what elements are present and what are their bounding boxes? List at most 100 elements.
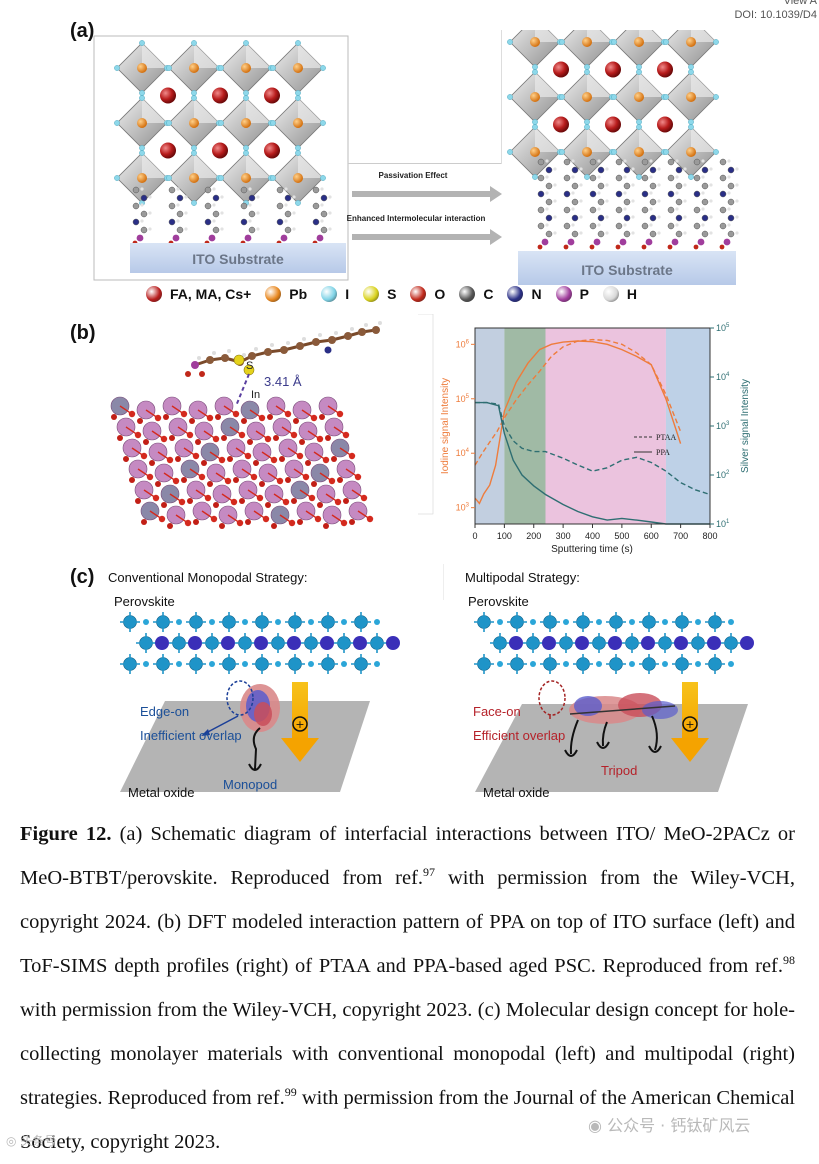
y-right-tick-3: 104	[716, 372, 730, 382]
x-tick-7: 700	[673, 531, 688, 541]
right-strategy-title: Multipodal Strategy:	[465, 570, 580, 585]
edge-on-highlight	[226, 680, 254, 716]
caption-part-2: with permission from the Wiley-VCH, copy…	[20, 867, 795, 977]
legend-item-6: N	[507, 286, 542, 302]
legend-ball-7	[555, 286, 572, 302]
y-right-label: Silver signal Intensity	[740, 379, 751, 473]
watermark-right: ◉ 公众号 · 钙钛矿风云	[588, 1112, 750, 1136]
perovskite-lattice-left	[114, 40, 326, 206]
legend-ball-8	[602, 286, 619, 302]
ito-substrate-left	[130, 243, 346, 273]
region-3	[665, 328, 710, 524]
legend-item-2: I	[321, 286, 349, 302]
efficient-label: Efficient overlap	[473, 728, 565, 743]
tripod-label: Tripod	[601, 763, 637, 778]
legend-label-7: P	[579, 286, 589, 302]
legend-ball-2	[321, 286, 338, 302]
monopod-label: Monopod	[223, 777, 277, 792]
arrow-label-interaction: Enhanced Intermolecular interaction	[347, 214, 486, 223]
left-perovskite-label: Perovskite	[114, 594, 175, 609]
face-on-label: Face-on	[473, 704, 521, 719]
metal-oxide-plane-right	[475, 704, 748, 792]
chart-series	[474, 338, 711, 525]
sulfur-label: S	[246, 360, 253, 372]
legend-ball-0	[146, 286, 162, 302]
legend-item-3: S	[363, 286, 396, 302]
arrow-passivation	[352, 186, 502, 202]
caption-part-1: (a) Schematic diagram of interfacial int…	[20, 823, 795, 889]
left-strategy-title: Conventional Monopodal Strategy:	[108, 570, 307, 585]
legend-item-0: FA, MA, Cs+	[146, 286, 251, 302]
hole-arrow-left: +	[281, 682, 319, 762]
arrow-interaction	[352, 229, 502, 245]
legend-ptaa: PTAA	[656, 433, 676, 442]
x-axis-label: Sputtering time (s)	[551, 544, 633, 555]
x-tick-5: 500	[614, 531, 629, 541]
ito-substrate-right	[518, 251, 736, 285]
ito-label-right: ITO Substrate	[581, 262, 673, 278]
y-right-tick-1: 102	[716, 470, 730, 480]
right-metal-oxide-label: Metal oxide	[483, 785, 549, 800]
legend-ball-6	[507, 286, 524, 302]
legend-ball-4	[410, 286, 427, 302]
legend-label-3: S	[387, 286, 397, 302]
panel-c-label: (c)	[70, 566, 95, 588]
arrow-label-passivation: Passivation Effect	[379, 171, 448, 180]
y-right-tick-0: 101	[716, 519, 730, 529]
edge-on-pointer	[203, 715, 239, 735]
interaction-dashed-line	[235, 373, 250, 407]
panel-b-dft-model: 3.41 Å S In	[110, 321, 382, 529]
series-ptaa-left	[474, 338, 682, 466]
perovskite-layer-left	[120, 612, 400, 674]
legend-ppa: PPA	[656, 448, 670, 457]
panel-a-schematic: ITO Substrate Passivation Effect Enhance…	[93, 30, 739, 285]
legend-item-4: O	[410, 286, 445, 302]
region-0	[475, 328, 505, 524]
legend-label-8: H	[626, 286, 638, 302]
view-label: View A	[783, 0, 817, 7]
doi-text: DOI: 10.1039/D4	[734, 9, 817, 21]
hole-arrow-right: +	[671, 682, 709, 762]
watermark-left: ◎ 头条号	[6, 1132, 56, 1149]
region-2	[545, 328, 666, 524]
x-tick-1: 100	[497, 531, 512, 541]
right-perovskite-label: Perovskite	[468, 594, 529, 609]
legend-label-0: FA, MA, Cs+	[170, 286, 252, 302]
caption-part-4: with permission from the Journal of the …	[20, 1087, 795, 1153]
y-right-tick-4: 105	[716, 323, 730, 333]
inefficient-label: Inefficient overlap	[140, 728, 242, 743]
y-right-ticks: 101 102 103 104 105	[710, 323, 730, 529]
chart-regions	[475, 328, 710, 524]
legend-ball-5	[459, 286, 476, 302]
y-right-tick-2: 103	[716, 421, 730, 431]
ito-label-left: ITO Substrate	[192, 251, 284, 267]
y-left-tick-3: 106	[456, 339, 470, 349]
legend-ball-1	[265, 286, 282, 302]
figure-caption: Figure 12. (a) Schematic diagram of inte…	[20, 812, 795, 1164]
hole-symbol-right: +	[685, 718, 694, 731]
x-tick-2: 200	[526, 531, 541, 541]
legend-item-8: H	[602, 286, 638, 302]
legend-item-7: P	[555, 286, 589, 302]
sam-layer-right	[537, 158, 739, 250]
face-on-highlight	[538, 680, 566, 716]
region-1	[504, 328, 546, 524]
legend-item-1: Pb	[265, 286, 307, 302]
chart-legend: PTAA PPA	[634, 433, 676, 457]
legend-ball-3	[363, 286, 380, 302]
watermark-left-text: 头条号	[20, 1134, 57, 1148]
panel-b-label: (b)	[70, 322, 96, 344]
panel-c-schematic: Conventional Monopodal Strategy: Perovsk…	[108, 564, 754, 800]
x-tick-8: 800	[702, 531, 717, 541]
tripod-molecule	[564, 693, 678, 757]
doi-header: View A DOI: 10.1039/D4	[734, 0, 817, 22]
legend-label-2: I	[345, 286, 350, 302]
monopod-molecule	[240, 684, 280, 771]
series-ppa-left	[474, 340, 682, 505]
panel-a-label: (a)	[70, 20, 95, 42]
toutiao-icon: ◎	[6, 1134, 17, 1148]
